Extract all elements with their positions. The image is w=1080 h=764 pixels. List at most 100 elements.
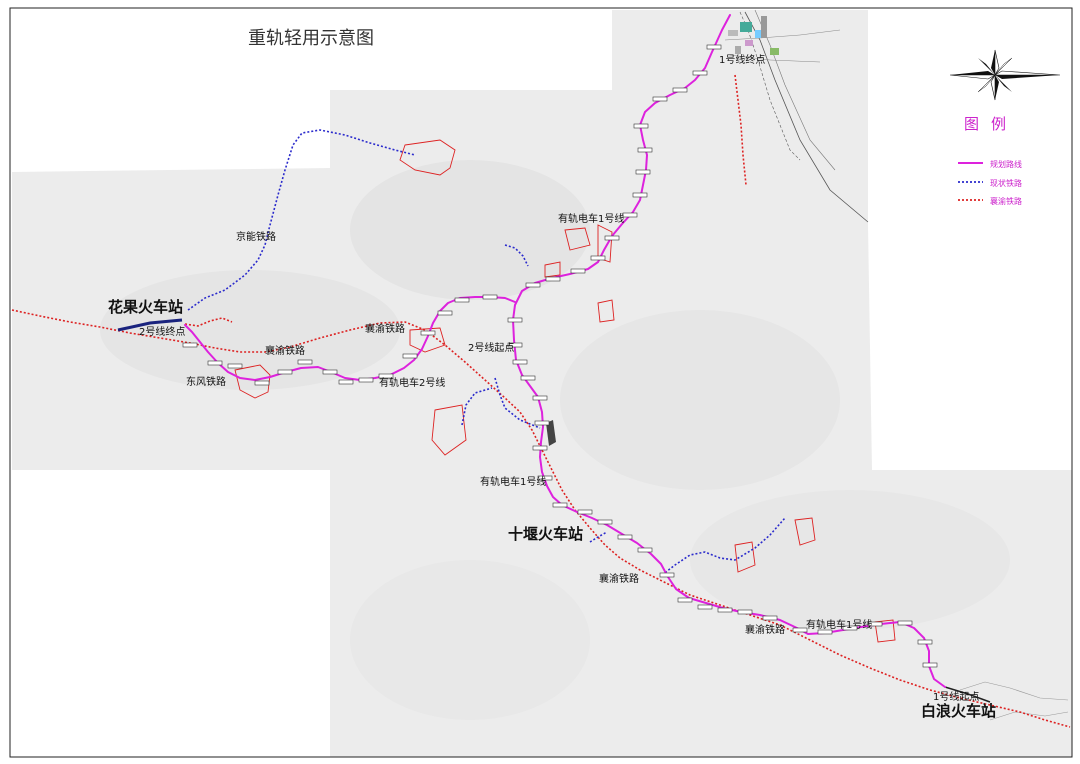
road-line <box>959 681 1069 701</box>
stop-marker <box>507 317 523 323</box>
stop-marker <box>512 359 528 365</box>
town-block <box>745 40 753 46</box>
stop-marker <box>604 235 620 241</box>
stop-marker <box>637 147 653 153</box>
planning-areas <box>234 139 896 643</box>
stop-marker <box>297 359 313 365</box>
stop-marker <box>378 373 394 379</box>
map-labels: 京能铁路 花果火车站 2号线终点 襄渝铁路 襄渝铁路 东风铁路 有轨电车2号线 … <box>108 53 996 720</box>
stop-marker <box>507 342 523 348</box>
terrain-shade <box>690 490 1010 630</box>
stop-marker <box>420 330 436 336</box>
label-tram-line1: 有轨电车1号线 <box>806 618 872 631</box>
compass-arm <box>950 71 995 75</box>
town-block <box>770 48 779 55</box>
stop-marker <box>633 123 649 129</box>
stop-marker <box>737 609 753 615</box>
label-huaguo-station: 花果火车站 <box>108 298 183 316</box>
planning-area <box>234 364 271 399</box>
stop-marker <box>817 629 833 635</box>
town-block <box>728 30 738 36</box>
town-block <box>755 30 765 38</box>
stop-marker <box>552 502 568 508</box>
railway-existing-segment <box>661 517 786 576</box>
compass-arm <box>995 75 1060 79</box>
stop-marker <box>762 615 778 621</box>
town-detail-south <box>959 681 1069 721</box>
terrain-shade <box>100 270 400 390</box>
compass-arm <box>977 74 996 93</box>
label-xiangyu-railway: 襄渝铁路 <box>265 344 305 357</box>
compass-arm <box>991 50 995 75</box>
label-tram-line2: 有轨电车2号线 <box>379 376 445 389</box>
stop-marker <box>717 607 733 613</box>
stop-marker <box>207 360 223 366</box>
stop-marker <box>227 363 243 369</box>
stop-marker <box>637 547 653 553</box>
compass-arm <box>995 75 999 100</box>
label-line1-end: 1号线终点 <box>719 53 765 66</box>
railway-xiangyu <box>11 309 1071 728</box>
stop-marker <box>482 294 498 300</box>
label-line1-start: 1号线起点 <box>933 690 979 703</box>
label-xiangyu-railway: 襄渝铁路 <box>745 623 785 636</box>
legend-label-existing: 现状铁路 <box>990 178 1022 188</box>
label-tram-line1: 有轨电车1号线 <box>558 212 624 225</box>
stop-marker <box>897 620 913 626</box>
stop-marker <box>792 627 808 633</box>
stop-marker <box>358 377 374 383</box>
stop-marker <box>437 310 453 316</box>
terrain-shade <box>560 310 840 490</box>
label-xiangyu-railway: 襄渝铁路 <box>599 572 639 585</box>
stop-marker <box>254 380 270 386</box>
map-title: 重轨轻用示意图 <box>248 28 374 49</box>
road-line <box>989 711 1069 721</box>
stop-marker <box>525 282 541 288</box>
stop-markers <box>182 44 938 668</box>
stop-marker <box>632 192 648 198</box>
label-tram-line1: 有轨电车1号线 <box>480 475 546 488</box>
compass-arm <box>994 57 1013 76</box>
label-jingneng-railway: 京能铁路 <box>236 230 276 243</box>
planning-area <box>564 227 591 251</box>
railway-jingneng <box>187 129 416 311</box>
stop-marker <box>590 255 606 261</box>
compass-arm <box>978 58 995 75</box>
stop-marker <box>277 369 293 375</box>
compass-arm <box>994 49 1000 77</box>
town-block <box>735 46 741 54</box>
map-frame <box>9 7 1073 758</box>
stop-marker <box>842 625 858 631</box>
stop-marker <box>867 621 883 627</box>
stop-marker <box>577 509 593 515</box>
label-shiyan-station: 十堰火车站 <box>508 525 583 543</box>
compass-arm <box>995 75 1012 92</box>
label-line2-end: 2号线终点 <box>139 325 185 338</box>
stop-marker <box>532 445 548 451</box>
stop-marker <box>672 87 688 93</box>
stop-marker <box>520 375 536 381</box>
legend-heading: 图例 <box>964 115 1018 133</box>
label-bailang-station: 白浪火车站 <box>921 702 996 720</box>
stop-marker <box>597 519 613 525</box>
road-line <box>724 29 841 41</box>
town-block <box>740 22 752 32</box>
planning-area <box>431 404 467 456</box>
planning-area <box>544 261 561 278</box>
terrain-shade <box>350 160 590 300</box>
huaguo-station-track <box>117 318 183 332</box>
stop-marker <box>537 475 553 481</box>
stop-marker <box>922 662 938 668</box>
stop-marker <box>545 276 561 282</box>
planning-area <box>874 619 896 643</box>
town-detail-north <box>724 9 869 223</box>
legend-label-planned: 规划路线 <box>990 159 1022 169</box>
road-line <box>729 54 821 63</box>
stop-marker <box>454 297 470 303</box>
label-xiangyu-railway: 襄渝铁路 <box>365 322 405 335</box>
planning-area <box>597 224 613 263</box>
town-block <box>761 16 767 38</box>
tram-line-1 <box>512 14 946 688</box>
stop-marker <box>706 44 722 50</box>
compass-arm <box>949 74 997 80</box>
